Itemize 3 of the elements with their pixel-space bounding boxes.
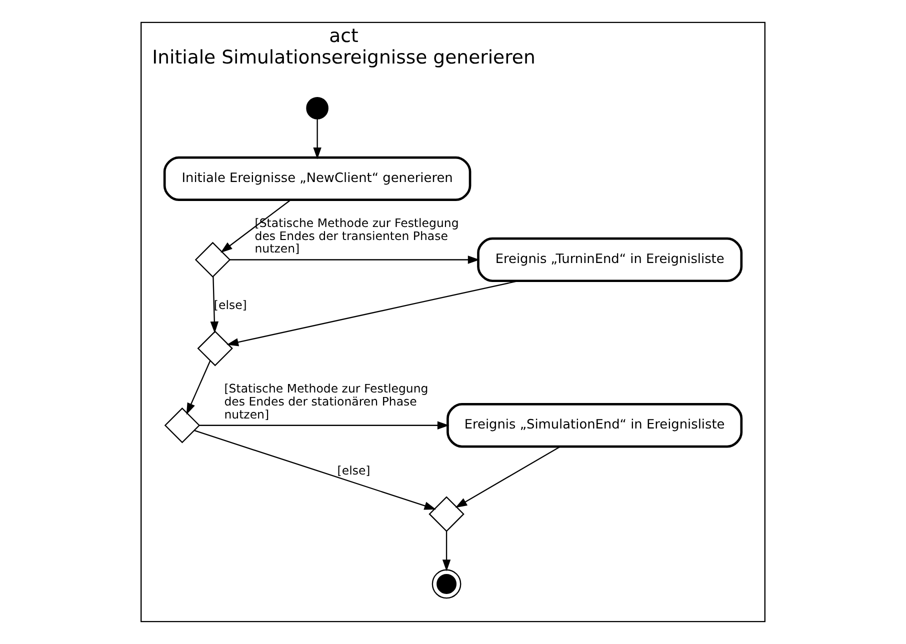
edge-label: [else] (337, 464, 370, 478)
edge-label: [Statische Methode zur Festlegung des Endes der stationären Phase nutzen] (224, 381, 428, 422)
edge-label: [else] (214, 298, 247, 312)
